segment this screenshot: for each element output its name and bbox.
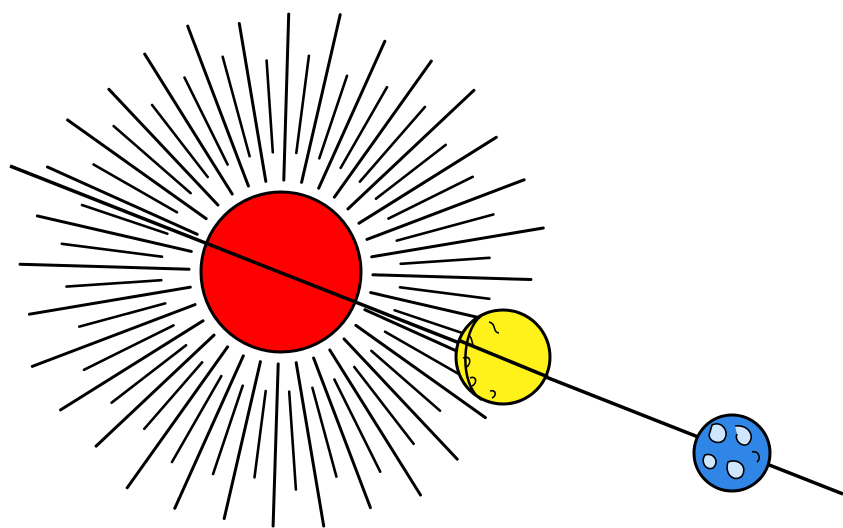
sun-ray — [312, 388, 336, 477]
sun-ray — [239, 24, 265, 182]
sun-ray — [372, 228, 544, 257]
sun-ray — [401, 258, 490, 264]
sun-ray — [267, 61, 273, 153]
sun-ray — [296, 56, 309, 153]
sun-ray — [79, 303, 165, 326]
sun-ray — [67, 280, 162, 286]
sun-ray — [296, 363, 324, 526]
sun-ray — [273, 364, 278, 526]
sun-ray — [30, 287, 191, 314]
sun-ray — [62, 244, 162, 257]
sun-ray — [20, 264, 189, 269]
moon-icon — [456, 310, 550, 404]
sun-ray — [289, 392, 296, 490]
sun-ray — [397, 215, 494, 241]
sun-ray — [400, 287, 489, 299]
sun-ray — [373, 275, 531, 280]
sun-ray — [284, 14, 289, 180]
sun-ray — [255, 391, 266, 477]
sun-ray — [223, 57, 250, 156]
earth-icon — [694, 415, 770, 491]
